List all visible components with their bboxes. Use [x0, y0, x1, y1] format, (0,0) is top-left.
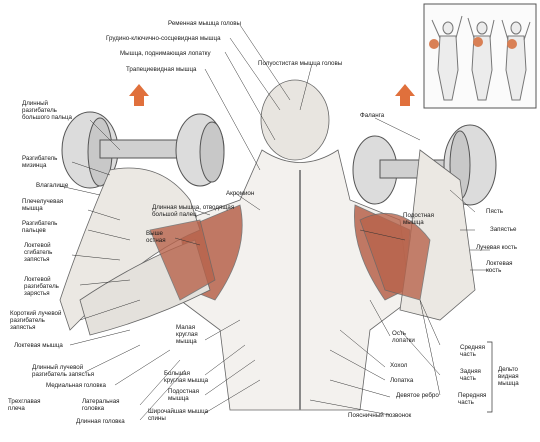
label-akromion: Акромион — [226, 190, 255, 197]
label-dlinnyy-luchevoy: Длинный лучевой разгибатель запястья — [32, 364, 95, 378]
label-podostnaya: Подостная мышца — [168, 388, 199, 402]
label-deltovidnaya: Дельто видная мышца — [498, 366, 519, 387]
inset-figures — [429, 15, 531, 101]
label-loktevaya-kost: Локтевая кость — [486, 260, 513, 274]
up-arrow-left-icon — [129, 84, 149, 106]
label-vyshe-ostnaya: Выше остная — [146, 230, 166, 244]
label-khokhol: Хохол — [390, 362, 408, 369]
label-devyatoe-rebro: Девятое ребро — [396, 392, 439, 399]
label-shirochayshaya: Широчайшая мышца спины — [148, 408, 209, 422]
label-korotkiy-luchevoy: Короткий лучевой разгибатель запястья — [10, 310, 62, 331]
label-ost-lopatki: Ость лопатки — [392, 330, 415, 344]
label-bolshaya-kruglaya: Большая круглая мышца — [164, 370, 209, 384]
label-loktevoy-sgibatel: Локтевой сгибатель запястья — [24, 242, 53, 263]
label-poyasnichnyy: Поясничный позвонок — [348, 412, 412, 419]
label-loktevaya-myshca: Локтевая мышца — [14, 342, 63, 349]
right-arm — [359, 149, 476, 321]
deltoid-bracket — [487, 341, 493, 413]
label-trapezius: Трапециевидная мышца — [126, 66, 197, 73]
up-arrow-right-icon — [395, 84, 415, 106]
label-dlinnaya-golovka: Длинная головка — [76, 418, 125, 425]
label-loktevoy-razgibatel: Локтевой разгибатель зapястья — [24, 276, 59, 297]
label-luchevaya-kost: Лучевая кость — [476, 244, 517, 251]
label-gkss: Грудино-ключично-сосцевидная мышца — [106, 35, 221, 42]
label-lopatka: Лопатка — [390, 377, 414, 384]
label-zadnyaya-chast: Задняя часть — [460, 368, 481, 382]
label-pyast: Пясть — [486, 208, 503, 215]
label-razgibatel-mizinca: Разгибатель мизинца — [22, 155, 58, 169]
label-poluostistaya: Полуостистая мышца головы — [258, 60, 343, 67]
label-razgibatel-paltsev: Разгибатель пальцев — [22, 220, 58, 234]
label-dlinnaya-otvodyaschaya: Длинная мышца, отводящая большой палец — [152, 204, 235, 218]
label-lopatka-muscle: Мышца, поднимающая лопатку — [120, 50, 211, 57]
label-remennaya: Ременная мышца головы — [168, 20, 241, 27]
label-falanga: Фаланга — [360, 112, 385, 119]
left-arm — [59, 167, 216, 336]
leader-lines — [59, 24, 490, 421]
label-trehglavaya: Трехглавая плеча — [8, 398, 41, 412]
label-dlinnyy-razgibatel: Длинный разгибатель большого пальца — [22, 100, 72, 121]
label-vlagalische: Влагалище — [36, 182, 69, 189]
label-medialnaya: Медиальная головка — [46, 382, 106, 389]
label-podostnaya-right: Подостная мышца — [403, 212, 434, 226]
label-perednyaya-chast: Передняя часть — [458, 392, 487, 406]
label-lateralnaya: Латеральная головка — [82, 398, 120, 412]
label-srednyaya-chast: Средняя часть — [460, 344, 485, 358]
label-malaya-kruglaya: Малая круглая мышца — [176, 324, 198, 345]
label-zapyastye: Запястье — [490, 226, 517, 233]
label-plecheluchevaya: Плечелучевая мышца — [22, 198, 64, 212]
left-dumbbell — [61, 111, 225, 189]
